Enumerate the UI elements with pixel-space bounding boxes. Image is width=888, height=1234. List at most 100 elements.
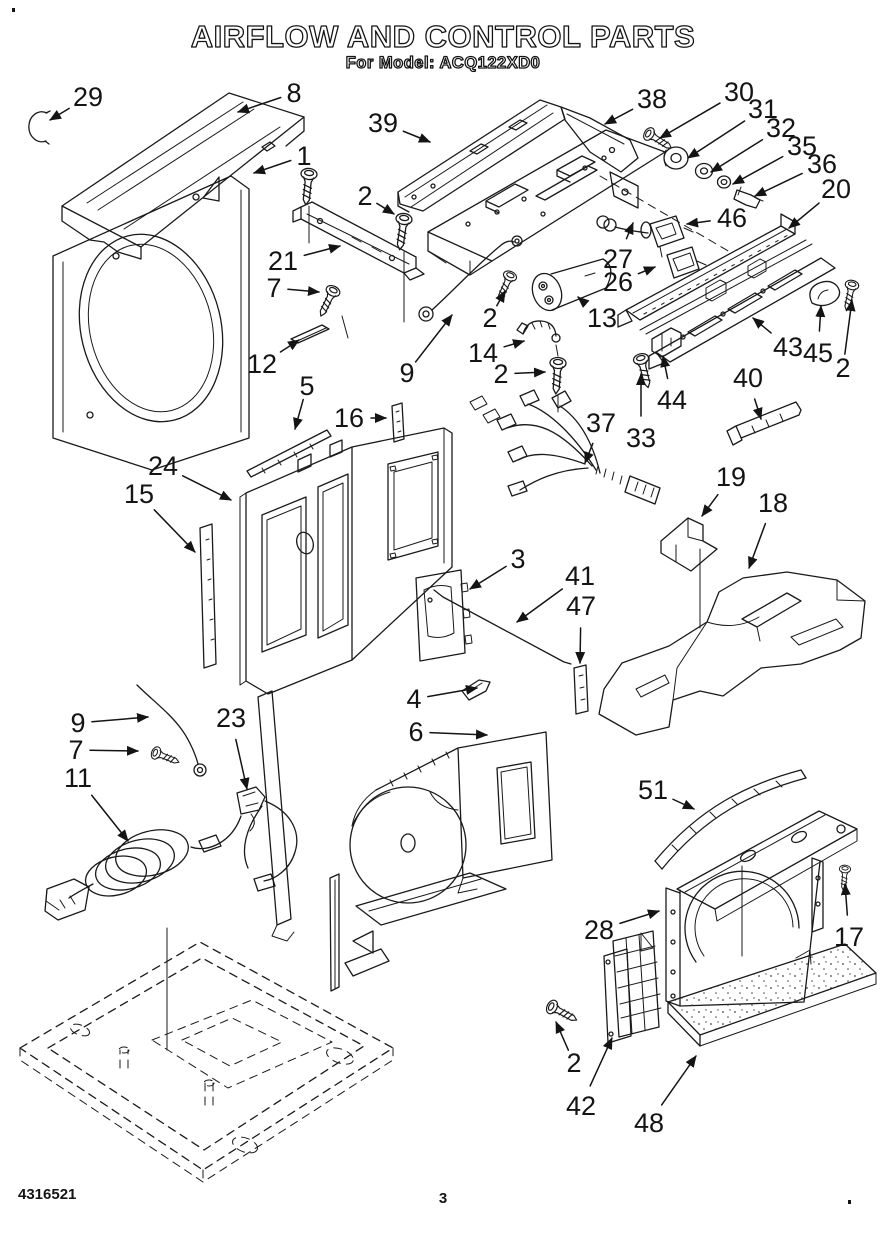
callout-48: 48 <box>634 1108 664 1138</box>
leader-line <box>495 290 506 307</box>
callout-2: 2 <box>493 359 508 389</box>
callout-39: 39 <box>368 108 398 138</box>
leader-line <box>637 266 656 276</box>
leader-line <box>91 712 149 723</box>
callout-2: 2 <box>835 353 850 383</box>
callout-38: 38 <box>637 84 667 114</box>
part-36-shaft <box>733 186 764 209</box>
part-31-grommet <box>663 146 689 170</box>
callout-27: 27 <box>603 244 633 274</box>
leader-line <box>516 588 563 623</box>
callout-6: 6 <box>408 717 423 747</box>
fasteners <box>149 125 861 1028</box>
callout-37: 37 <box>586 408 616 438</box>
base-pan-reference <box>19 927 394 1183</box>
callout-32: 32 <box>766 113 796 143</box>
leader-line <box>604 108 634 125</box>
leader-line <box>235 738 250 790</box>
part-37-wiring-harness <box>469 389 661 505</box>
part-51-seal-curved <box>654 769 807 870</box>
part-20-control-rail <box>617 213 813 335</box>
part-14-ground-strap <box>516 320 561 357</box>
part-16-seal <box>391 402 405 443</box>
part-32-bushing <box>694 162 714 180</box>
part-11-power-cord <box>44 684 298 921</box>
callout-3: 3 <box>510 544 525 574</box>
callout-1: 1 <box>296 141 311 171</box>
part-42-filter <box>603 930 662 1044</box>
leader-line <box>575 627 586 664</box>
leader-line <box>577 296 590 309</box>
part-6-blower-housing <box>329 731 553 992</box>
part-13-capacitor <box>531 258 612 312</box>
callout-8: 8 <box>286 78 301 108</box>
leader-line <box>153 509 196 553</box>
leader-line <box>748 522 767 569</box>
leader-line <box>293 398 304 430</box>
callout-47: 47 <box>566 591 596 621</box>
part-45-knob <box>809 280 841 307</box>
callout-7: 7 <box>266 273 281 303</box>
callout-5: 5 <box>299 371 314 401</box>
callout-26: 26 <box>603 267 633 297</box>
leader-line <box>752 317 772 334</box>
callout-2: 2 <box>566 1048 581 1078</box>
leader-line <box>49 107 70 121</box>
leader-line <box>555 1021 570 1051</box>
leader-line <box>584 442 594 464</box>
part-18-air-duct <box>598 571 866 736</box>
part-3-vent-door <box>415 569 473 662</box>
callout-11: 11 <box>64 763 92 793</box>
leader-line <box>287 286 320 297</box>
callout-18: 18 <box>758 488 788 518</box>
part-44-bracket <box>651 327 682 358</box>
part-15-seal <box>199 523 217 669</box>
leader-line <box>469 565 507 590</box>
leader-line <box>844 299 856 355</box>
part-29-clip <box>28 110 51 145</box>
callout-23: 23 <box>216 703 246 733</box>
part-fan-shroud <box>52 175 250 471</box>
part-12-spacer <box>290 324 330 344</box>
leader-line <box>672 798 695 810</box>
leader-line <box>710 138 764 173</box>
part-24-air-divider <box>239 427 453 942</box>
callout-2: 2 <box>482 303 497 333</box>
leader-line <box>414 314 453 363</box>
callout-29: 29 <box>73 82 103 112</box>
part-40-seal-strip <box>726 401 802 446</box>
callout-43: 43 <box>773 332 803 362</box>
callout-40: 40 <box>733 363 763 393</box>
leader-line <box>429 729 488 740</box>
callout-16: 16 <box>334 403 364 433</box>
part-26-switch <box>666 246 707 279</box>
callout-7: 7 <box>68 735 83 765</box>
part-8-top-cover <box>61 92 305 260</box>
part-27-capillary <box>596 215 649 234</box>
part-39-channel <box>397 99 566 213</box>
leader-line <box>427 684 478 698</box>
part-5-seal <box>246 429 332 478</box>
leader-line <box>754 172 803 197</box>
callout-14: 14 <box>468 338 498 368</box>
callout-31: 31 <box>748 94 778 124</box>
doc-number: 4316521 <box>18 1186 76 1203</box>
callout-2: 2 <box>357 181 372 211</box>
callout-19: 19 <box>716 462 746 492</box>
part-47-seal <box>573 664 589 715</box>
part-21-rail <box>292 201 425 281</box>
part-19-bracket <box>660 517 718 629</box>
callout-51: 51 <box>638 775 668 805</box>
callout-36: 36 <box>807 149 837 179</box>
leader-line <box>686 217 711 228</box>
callout-24: 24 <box>148 451 178 481</box>
leader-line <box>660 355 671 380</box>
callout-41: 41 <box>565 561 595 591</box>
callout-35: 35 <box>787 131 817 161</box>
callout-28: 28 <box>584 915 614 945</box>
leader-line <box>89 745 139 756</box>
part-48-insulation <box>667 943 877 1047</box>
part-41-rod <box>433 589 572 665</box>
callout-44: 44 <box>657 385 687 415</box>
